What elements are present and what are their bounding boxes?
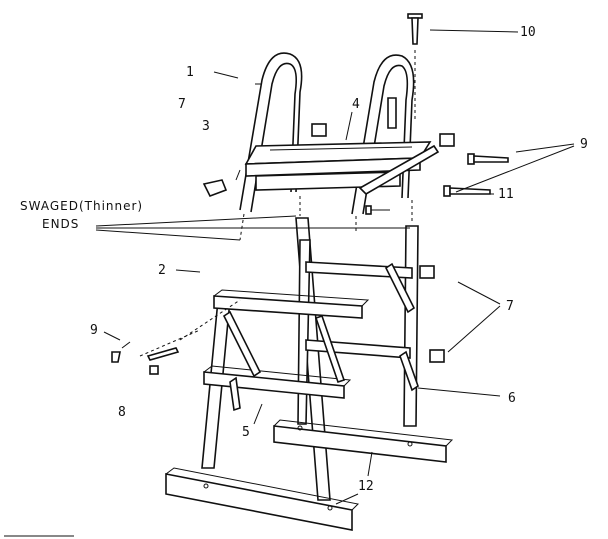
leader-5	[253, 403, 263, 425]
brace-left-lower	[222, 310, 262, 378]
bracket-7-upper	[419, 265, 435, 279]
brace-left-base	[229, 376, 241, 412]
leader-10	[429, 29, 519, 33]
leader-9b	[103, 331, 121, 341]
leader-12-upper	[367, 451, 373, 477]
label-ends: ENDS	[42, 217, 79, 231]
label-12: 12	[358, 479, 374, 494]
align-line-3	[239, 213, 245, 241]
base-foot-rear	[273, 419, 454, 463]
brace-rear-lower	[399, 350, 419, 392]
label-6: 6	[508, 391, 516, 406]
brace-rear-upper	[384, 262, 416, 314]
label-10: 10	[520, 25, 536, 40]
upper-handrail-left	[239, 52, 303, 213]
align-line-5	[179, 299, 241, 341]
diagonal-brace	[358, 144, 440, 196]
label-2: 2	[158, 263, 166, 278]
top-step-platform	[244, 123, 455, 196]
label-4: 4	[352, 97, 360, 112]
label-5: 5	[242, 425, 250, 440]
brace-right-lower	[314, 314, 346, 384]
bolt-9-lower	[111, 341, 180, 375]
label-3: 3	[202, 119, 210, 134]
bracket-7-lower	[429, 349, 445, 363]
right-bracket-block	[439, 133, 455, 147]
leader-7b-upper	[457, 281, 501, 305]
label-swaged: SWAGED(Thinner)	[20, 199, 143, 213]
lower-step-upper	[213, 289, 370, 319]
label-1: 1	[186, 65, 194, 80]
leader-swaged-top	[95, 215, 297, 227]
label-9-upper: 9	[580, 137, 588, 152]
leader-6	[417, 387, 501, 397]
bolt-small-mid	[365, 205, 390, 215]
bolt-9-upper	[467, 153, 509, 165]
leader-9a-upper	[515, 143, 575, 153]
label-7-upper: 7	[178, 97, 186, 112]
top-step-bracket	[311, 123, 327, 137]
leader-swaged-left	[95, 229, 241, 241]
upper-handrail-right	[351, 54, 415, 215]
leader-2	[175, 269, 201, 273]
leader-7b-lower	[447, 305, 501, 353]
bolt-10	[407, 13, 423, 45]
leader-9a-lower	[455, 145, 575, 193]
rear-step-lower	[305, 339, 411, 359]
leader-1	[213, 71, 239, 79]
label-9-lower: 9	[90, 323, 98, 338]
label-8: 8	[118, 405, 126, 420]
left-side-brace	[202, 169, 241, 198]
label-7-lower: 7	[506, 299, 514, 314]
leader-4	[345, 111, 353, 141]
rear-step-upper	[305, 261, 413, 279]
leader-12-lower	[335, 493, 359, 505]
label-11: 11	[498, 187, 514, 202]
align-line-6	[139, 329, 201, 357]
lower-step-lower	[203, 365, 352, 399]
bolt-top-post	[387, 97, 397, 129]
base-foot-front	[165, 467, 360, 531]
